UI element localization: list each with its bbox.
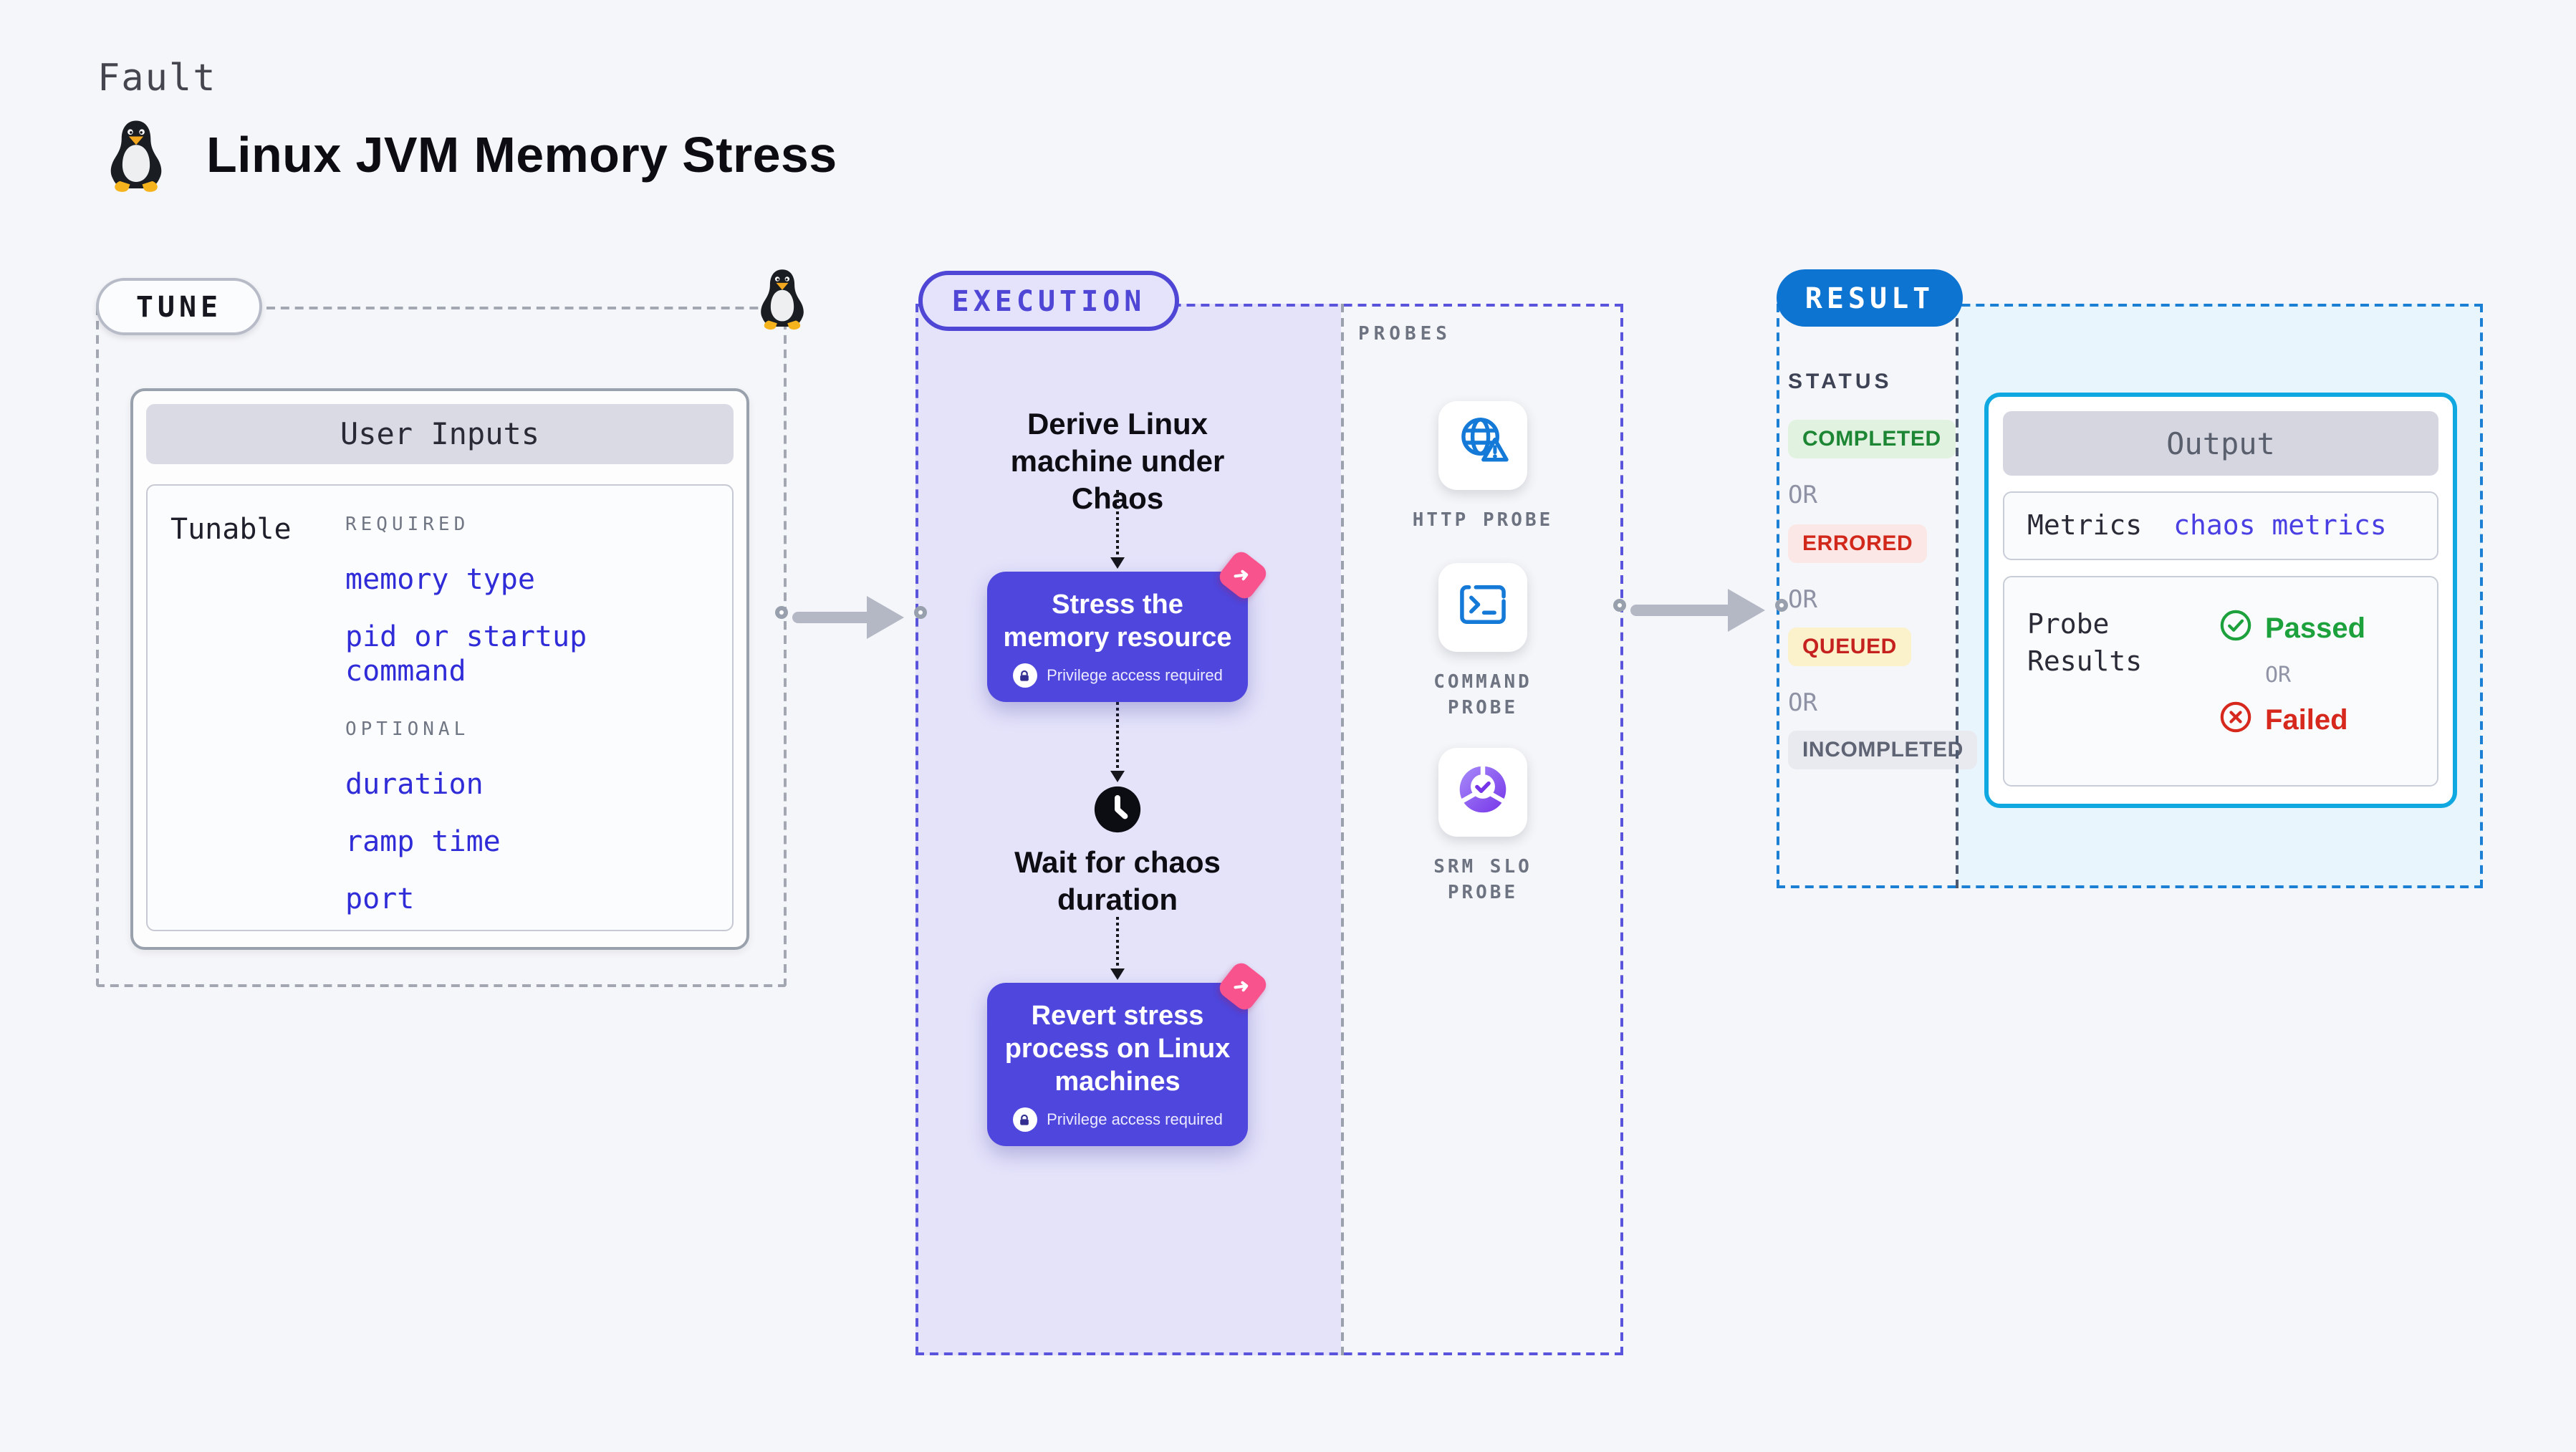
chaos-icon [1216,548,1270,602]
status-heading: STATUS [1788,370,1893,394]
metrics-value-link[interactable]: chaos metrics [2173,510,2387,542]
metrics-label: Metrics [2027,510,2143,542]
tunable-link-port[interactable]: port [345,881,415,915]
passed-label: Passed [2265,612,2366,644]
srm-slo-probe-label: SRM SLO PROBE [1433,857,1532,904]
command-probe-label: COMMAND PROBE [1433,672,1532,719]
execution-probes-divider [1341,304,1344,1355]
optional-group-label: OPTIONAL [345,719,470,741]
dotted-connector [1110,490,1125,569]
user-inputs-card: User Inputs Tunable REQUIRED memory type… [130,388,749,950]
revert-stress-card: Revert stress process on Linux machines … [987,959,1270,1146]
command-probe-card [1438,563,1527,652]
page-title: Linux JVM Memory Stress [206,128,837,183]
dotted-connector [1110,698,1125,782]
user-inputs-body: Tunable REQUIRED memory type pid or star… [146,484,734,931]
chaos-icon [1216,959,1270,1014]
tune-section [96,307,787,987]
probe-results-row: Probe Results Passed OR [2003,576,2438,787]
linux-penguin-icon [755,266,809,332]
slo-donut-check-icon [1453,759,1513,826]
clock-icon [1093,785,1142,841]
tunable-link-pid-or-startup-command[interactable]: pid or startup command [345,619,587,688]
result-divider [1956,304,1959,888]
execution-pill: EXECUTION [918,271,1179,331]
dotted-connector [1110,917,1125,980]
lock-icon [1012,663,1037,688]
result-pill: RESULT [1777,269,1963,327]
or-label: OR [1788,689,1817,718]
tunable-link-ramp-time[interactable]: ramp time [345,824,501,858]
output-card: Output Metrics chaos metrics Probe Resul… [1984,393,2457,808]
check-circle-icon [2219,609,2252,649]
status-badge-completed: COMPLETED [1788,420,1956,458]
srm-slo-probe-card [1438,748,1527,837]
globe-alert-icon [1451,410,1514,481]
or-label: OR [1788,481,1817,510]
tunable-label: Tunable [170,511,292,546]
stress-memory-card: Stress the memory resource Privilege acc… [987,548,1270,702]
lock-icon [1012,1107,1037,1132]
required-group-label: REQUIRED [345,514,470,536]
metrics-row: Metrics chaos metrics [2003,491,2438,560]
stress-card-title: Stress the memory resource [1003,590,1232,653]
status-badge-queued: QUEUED [1788,628,1911,666]
fault-kicker: Fault [97,57,217,100]
page-header: Linux JVM Memory Stress [103,117,837,195]
terminal-icon [1453,574,1513,641]
status-badge-errored: ERRORED [1788,524,1928,563]
failed-label: Failed [2265,704,2348,736]
tunable-link-duration[interactable]: duration [345,766,484,801]
or-label: OR [2265,662,2292,688]
x-circle-icon [2219,701,2252,741]
or-label: OR [1788,586,1817,615]
probe-results-label: Probe Results [2027,609,2143,678]
wait-step-text: Wait for chaos duration [1014,847,1221,917]
status-badge-incompleted: INCOMPLETED [1788,731,1978,769]
privilege-note: Privilege access required [1047,667,1223,684]
http-probe-card [1438,401,1527,490]
user-inputs-header: User Inputs [146,404,734,464]
linux-penguin-icon [103,117,169,195]
output-header: Output [2003,411,2438,476]
privilege-note: Privilege access required [1047,1111,1223,1128]
http-probe-label: HTTP PROBE [1412,510,1554,532]
tunable-link-memory-type[interactable]: memory type [345,562,535,596]
revert-card-title: Revert stress process on Linux machines [1004,1001,1231,1097]
tune-pill: TUNE [96,278,262,335]
probes-kicker: PROBES [1358,324,1451,345]
